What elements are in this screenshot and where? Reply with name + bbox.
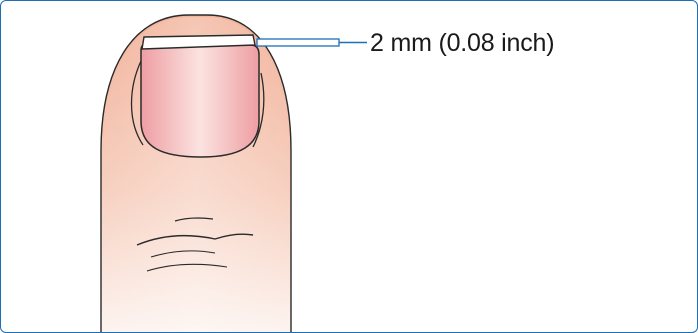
nail-plate [141,45,259,157]
measurement-label: 2 mm (0.08 inch) [370,28,554,58]
measurement-bracket [257,39,339,46]
